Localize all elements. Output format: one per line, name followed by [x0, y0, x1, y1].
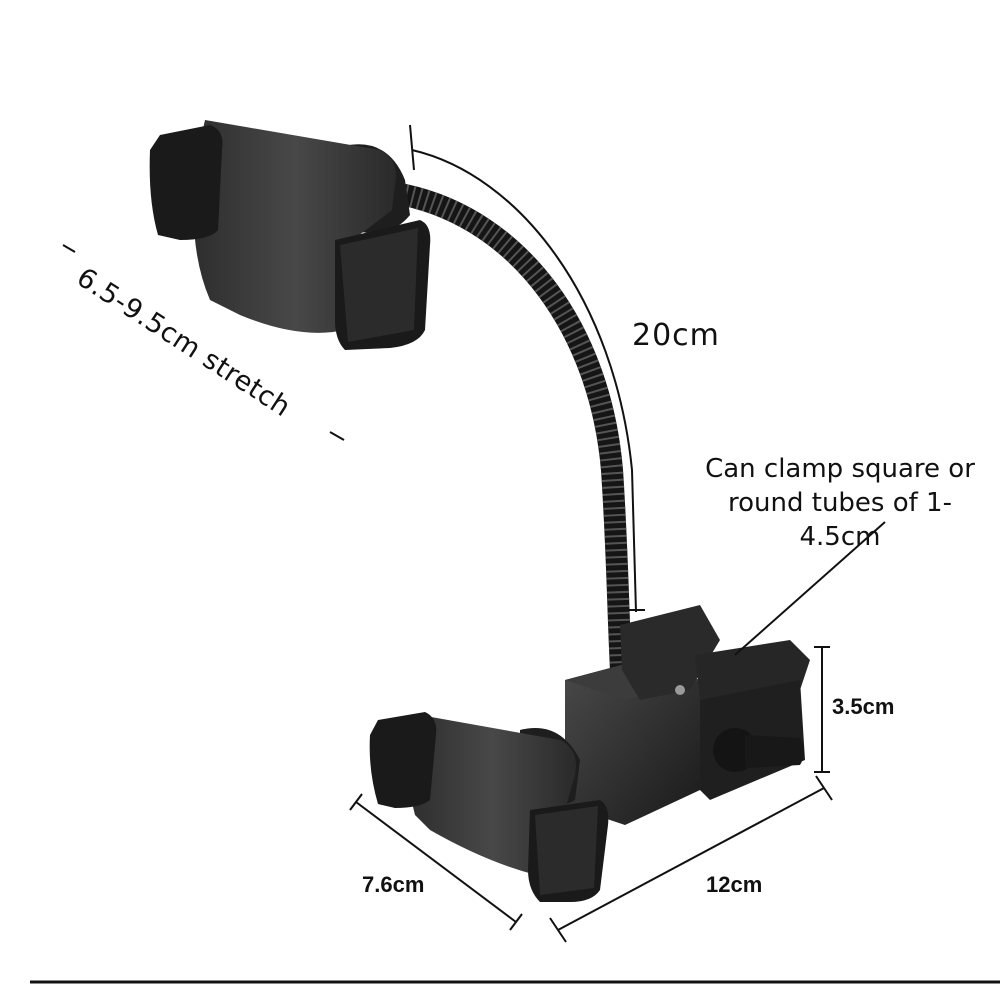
clamp-range-line-1: Can clamp square or — [705, 454, 975, 484]
width-small-tick-right — [509, 913, 523, 931]
arm-length-label: 20cm — [632, 318, 720, 353]
arm-length-line — [411, 149, 637, 613]
width-small-line — [355, 801, 517, 923]
clamp-pointer-line — [734, 521, 886, 656]
width-large-tick-right — [815, 775, 833, 801]
clamp-range-label: Can clamp square or round tubes of 1-4.5… — [690, 452, 990, 554]
stretch-tick-right — [329, 431, 345, 441]
height-label: 3.5cm — [832, 694, 895, 719]
tube-clamp — [565, 605, 810, 825]
clamp-width-label: 12cm — [706, 872, 763, 897]
bottom-phone-holder — [369, 712, 609, 902]
width-large-line — [557, 787, 825, 931]
width-small-tick-left — [349, 793, 363, 811]
holder-width-label: 7.6cm — [362, 872, 425, 897]
width-large-tick-left — [549, 917, 567, 943]
gooseneck-arm — [394, 184, 633, 701]
dimension-lines — [30, 124, 1000, 984]
top-phone-holder — [149, 120, 431, 350]
clamp-range-line-2: round tubes of 1-4.5cm — [728, 488, 952, 552]
stretch-tick-left — [62, 244, 76, 253]
arm-length-tick-top — [409, 124, 415, 171]
